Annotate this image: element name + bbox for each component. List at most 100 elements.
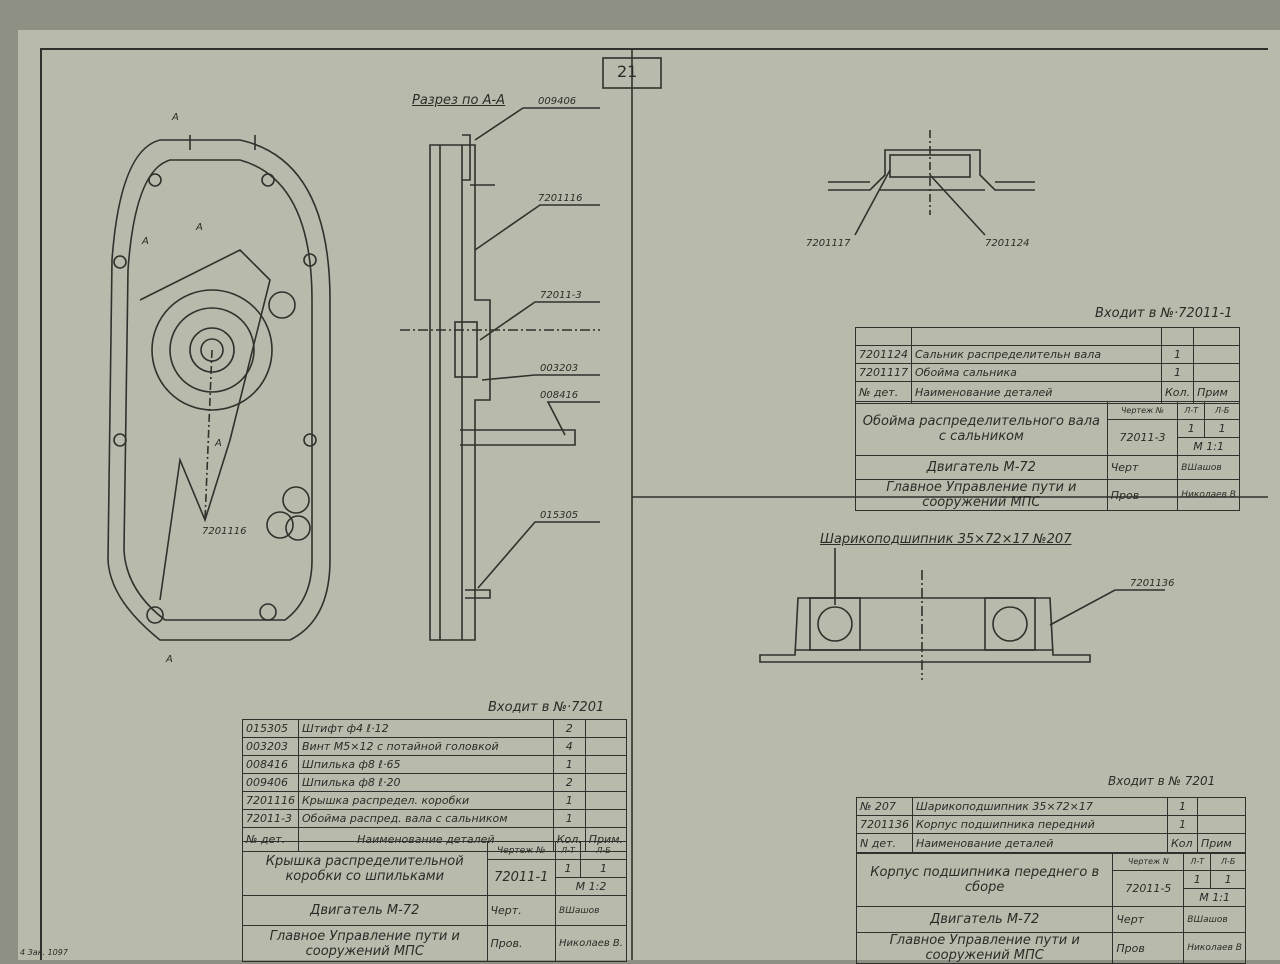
table-row: Главное Управление пути и сооружений МПС…: [242, 925, 627, 962]
table-cell: 1: [1204, 419, 1240, 438]
included-in: Входит в № 7201: [1108, 774, 1216, 788]
table-cell: Наименование деталей: [912, 833, 1168, 854]
table-cell: [1193, 345, 1240, 364]
table-cell: Наименование деталей: [911, 381, 1162, 404]
table-cell: [584, 809, 628, 828]
table-cell: 1: [1167, 797, 1198, 816]
table-cell: М 1:1: [1177, 437, 1240, 456]
table-cell: Прим: [1197, 833, 1246, 854]
table-cell: Л-Б: [1204, 401, 1240, 420]
table-cell: 1: [1177, 419, 1206, 438]
section-mark: A: [215, 438, 222, 449]
section-title: Разрез по А-А: [412, 93, 506, 108]
table-cell: Пров: [1106, 479, 1179, 511]
part-name: Шпилька ф8 ℓ·20: [298, 773, 554, 792]
table-cell: 72011-3: [1106, 419, 1179, 456]
table-row: [855, 327, 1240, 346]
table-cell: [1197, 797, 1246, 816]
table-cell: [1160, 327, 1195, 346]
scale: М 1:2: [555, 877, 627, 896]
part-name: Винт М5×12 с потайной головкой: [298, 737, 554, 756]
table-row: Главное Управление пути и сооружений МПС…: [855, 932, 1246, 964]
table-cell: Сальник распределительн вала: [911, 345, 1162, 364]
part-qty: 1: [552, 755, 586, 774]
included-in: Входит в №·72011-1: [1095, 306, 1233, 321]
table-cell: Л-Т: [555, 841, 582, 860]
seal-housing-view: [828, 130, 1035, 236]
table-cell: ВШашов: [1183, 906, 1246, 933]
callout-label: 7201124: [985, 238, 1030, 249]
part-number: 008416: [242, 755, 299, 774]
table-cell: [584, 737, 628, 756]
table-cell: Черт.: [486, 895, 557, 926]
table-cell: М 1:1: [1183, 888, 1246, 907]
table-cell: 72011-5: [1112, 870, 1185, 907]
section-mark: A: [166, 654, 173, 665]
table-cell: Корпус подшипника передний: [912, 815, 1168, 834]
part-name: Крышка распредел. коробки: [298, 791, 554, 810]
part-name: Шпилька ф8 ℓ·65: [298, 755, 554, 774]
cover-main-view: [107, 135, 331, 641]
section-mark: A: [172, 112, 179, 123]
title-block-top-right: Обойма распределительного вала с сальник…: [855, 401, 1240, 511]
table-cell: Черт: [1112, 906, 1185, 933]
part-number: 015305: [242, 719, 299, 738]
table-cell: Главное Управление пути и сооружений МПС: [855, 479, 1108, 511]
table-cell: Николаев В: [1177, 479, 1240, 511]
section-mark: A: [196, 222, 203, 233]
part-qty: 1: [552, 809, 586, 828]
table-cell: N дет.: [856, 833, 913, 854]
table-cell: Л-Б: [580, 841, 627, 860]
table-cell: Чертеж №: [1106, 401, 1179, 420]
table-cell: [584, 791, 628, 810]
part-number: 009406: [242, 773, 299, 792]
table-cell: Пров: [1112, 932, 1185, 964]
callout-label: 008416: [540, 390, 579, 401]
callout-label: 7201117: [806, 238, 851, 249]
table-cell: Двигатель М-72: [855, 455, 1108, 480]
part-number: 003203: [242, 737, 299, 756]
table-cell: Чертеж N: [1112, 852, 1185, 871]
part-name: Штифт ф4 ℓ·12: [298, 719, 554, 738]
table-cell: [1193, 363, 1240, 382]
bearing-housing-view: [759, 548, 1165, 680]
table-cell: 7201124: [855, 345, 912, 364]
table-cell: Л-Т: [1183, 852, 1212, 871]
title-block-left: Крышка распределительной коробки со шпил…: [242, 841, 627, 962]
table-row: Крышка распределительной коробки со шпил…: [242, 841, 627, 896]
table-cell: [584, 755, 628, 774]
table-cell: Корпус подшипника переднего в сборе: [855, 852, 1114, 907]
part-name: Обойма распред. вала с сальником: [298, 809, 554, 828]
organization: Главное Управление пути и сооружений МПС: [242, 925, 488, 962]
callout-label: 7201136: [1130, 578, 1175, 589]
table-cell: ВШашов: [555, 895, 627, 926]
sheet-number-box: [602, 57, 662, 89]
footer-note: 4 Зак. 1097: [20, 948, 68, 957]
table-cell: 7201136: [856, 815, 913, 834]
table-row: Главное Управление пути и сооружений МПС…: [855, 479, 1240, 511]
table-cell: Николаев В: [1183, 932, 1246, 964]
table-cell: ВШашов: [1177, 455, 1240, 480]
table-cell: Л-Б: [1210, 852, 1246, 871]
table-cell: 1: [580, 859, 627, 878]
table-cell: Черт: [1106, 455, 1179, 480]
table-cell: 7201117: [855, 363, 912, 382]
table-cell: 1: [1160, 345, 1195, 364]
part-number: 7201116: [242, 791, 299, 810]
table-cell: 1: [1160, 363, 1195, 382]
table-cell: Николаев В.: [555, 925, 627, 962]
callout-label: 7201116: [538, 193, 583, 204]
table-cell: 1: [1183, 870, 1212, 889]
